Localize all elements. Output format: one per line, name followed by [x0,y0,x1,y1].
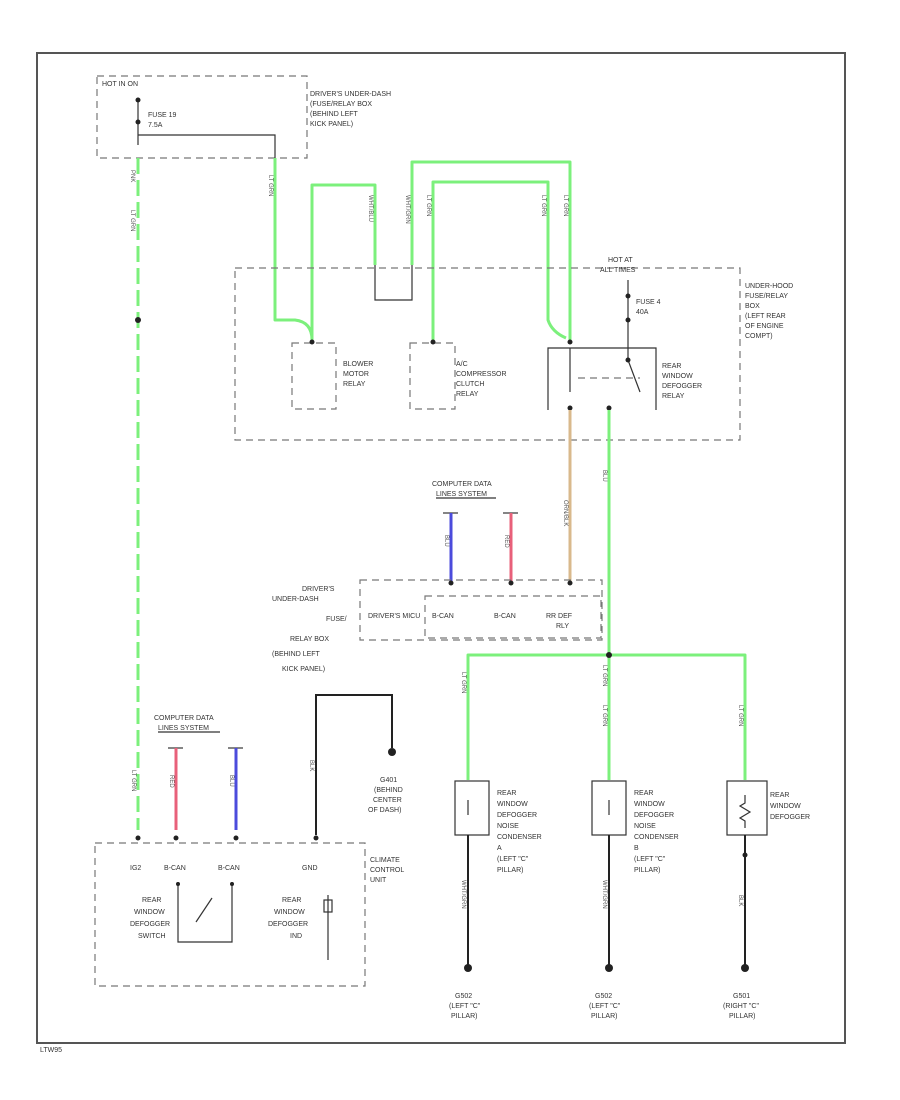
fuse-19-label: FUSE 19 [148,112,177,119]
wire-label-lt-grn-def2: LT GRN [562,195,568,216]
noise-condenser-a [454,780,490,836]
climate-unit-label: CLIMATE CONTROL UNIT [370,857,406,884]
ground-g502-a [464,964,472,972]
blower-relay-pin [309,339,315,345]
wire-lt-grn-relay-feed [273,158,314,341]
noise-condenser-a-label: REAR WINDOW DEFOGGER NOISE CONDENSER A (… [497,790,544,874]
wire-label-blu-can: BLU [443,535,449,547]
wire-loop-outer [410,160,572,340]
wire-label-red-left: RED [168,775,174,788]
fuse-19 [135,97,276,158]
underhood-box-label: UNDER-HOOD FUSE/RELAY BOX (LEFT REAR OF … [745,283,795,340]
rear-window-defogger [726,780,768,836]
climate-pin-labels: IG2 B-CAN B-CAN GND [130,865,318,872]
diagram-code: LTW95 [40,1047,62,1054]
wire-label-wht-grn: WHT/GRN [404,195,410,224]
ground-g501-label: G501 (RIGHT "C" PILLAR) [723,993,761,1020]
mid-box-pins [448,580,573,586]
wire-label-wht-gnd-a: WHT/GRN [460,880,466,909]
computer-data-lines-1: COMPUTER DATA LINES SYSTEM [432,481,493,498]
wire-label-pnk-top: PNK [129,170,135,182]
wire-label-lt-grn-defog: LT GRN [737,705,743,726]
wire-label-lt-grn-ac: LT GRN [425,195,431,216]
defogger-resistor-icon [738,795,752,828]
wire-label-wht-blu: WHT/BLU [367,195,373,222]
splice-mid [606,652,612,658]
blower-relay-label: BLOWER MOTOR RELAY [343,361,375,388]
ground-g502-a-label: G502 (LEFT "C" PILLAR) [449,993,482,1020]
wire-blower-loop [310,183,377,340]
climate-ind-label: REAR WINDOW DEFOGGER IND [268,897,310,940]
wire-label-lt-grn-rel: LT GRN [267,175,273,196]
wire-label-lt-grn-cond-b: LT GRN [601,705,607,726]
fuse-4-label: FUSE 4 [636,299,661,306]
ground-g502-b-label: G502 (LEFT "C" PILLAR) [589,993,622,1020]
ac-relay-label: A/C COMPRESSOR CLUTCH RELAY [456,361,509,398]
wire-lt-grn-left [135,158,141,830]
wire-label-lt-grn-def1: LT GRN [540,195,546,216]
drivers-fuse-box-top [96,75,308,159]
drivers-box-top-label: DRIVER'S UNDER-DASH (FUSE/RELAY BOX (BEH… [310,91,393,128]
rear-defogger-label: REAR WINDOW DEFOGGER [770,792,810,821]
hot-in-on-label: HOT IN ON [102,81,138,88]
climate-switch-label: REAR WINDOW DEFOGGER SWITCH [130,897,172,940]
rear-defogger-relay [547,339,657,411]
wire-loop-inner [431,180,567,340]
drivers-fuse-box-mid [359,579,603,641]
hot-at-all-times-label: HOT AT ALL TIMES [600,257,636,274]
ground-g501 [741,964,749,972]
diagram-frame [36,52,846,1044]
fuse-4 [625,280,631,360]
wire-label-red-can: RED [503,535,509,548]
blower-motor-relay-box [291,342,337,410]
wire-label-blk-g501: BLK [737,895,743,906]
wire-blk-g401 [315,694,393,835]
ground-g502-b [605,964,613,972]
wire-label-orn: ORN/BLK [562,500,568,526]
fuse-19-amp-label: 7.5A [148,122,163,129]
wire-label-blk-gnd: BLK [308,760,314,771]
wire-label-lt-grn-cond-a: LT GRN [460,672,466,693]
climate-pins [135,835,319,841]
noise-condenser-b-label: REAR WINDOW DEFOGGER NOISE CONDENSER B (… [634,790,681,874]
drivers-box-mid-label: DRIVER'S UNDER-DASH FUSE/ RELAY BOX (BEH… [272,586,349,673]
can-lines-mid [443,512,518,585]
ac-compressor-relay-box [409,342,456,410]
wire-jumper [374,265,413,301]
computer-data-lines-2: COMPUTER DATA LINES SYSTEM [154,715,215,732]
can-lines-left [168,747,243,830]
splice-left [135,317,141,323]
ground-g401 [388,748,396,756]
wire-label-lt-grn-left: LT GRN [129,210,135,231]
wire-label-lt-grn-mid: LT GRN [601,665,607,686]
climate-control-unit [94,842,366,987]
rear-defogger-switch [176,882,234,943]
fuse-4-amp-label: 40A [636,309,649,316]
wire-label-blu-out: BLU [601,470,607,482]
ac-relay-pin [430,339,436,345]
micu-box [424,595,602,639]
wire-label-lt-grn-ig2: LT GRN [130,770,136,791]
ground-g401-label: G401 (BEHIND CENTER OF DASH) [368,777,405,814]
wire-label-blu-left: BLU [228,775,234,787]
defogger-pin [742,852,748,858]
underhood-fuse-box [234,267,741,441]
rear-defogger-indicator [323,895,333,960]
wire-label-wht-gnd-b: WHT/GRN [601,880,607,909]
mid-pin-labels: DRIVER'S MICU B-CAN B-CAN RR DEF RLY [368,613,574,630]
rear-defogger-relay-label: REAR WINDOW DEFOGGER RELAY [662,363,704,400]
